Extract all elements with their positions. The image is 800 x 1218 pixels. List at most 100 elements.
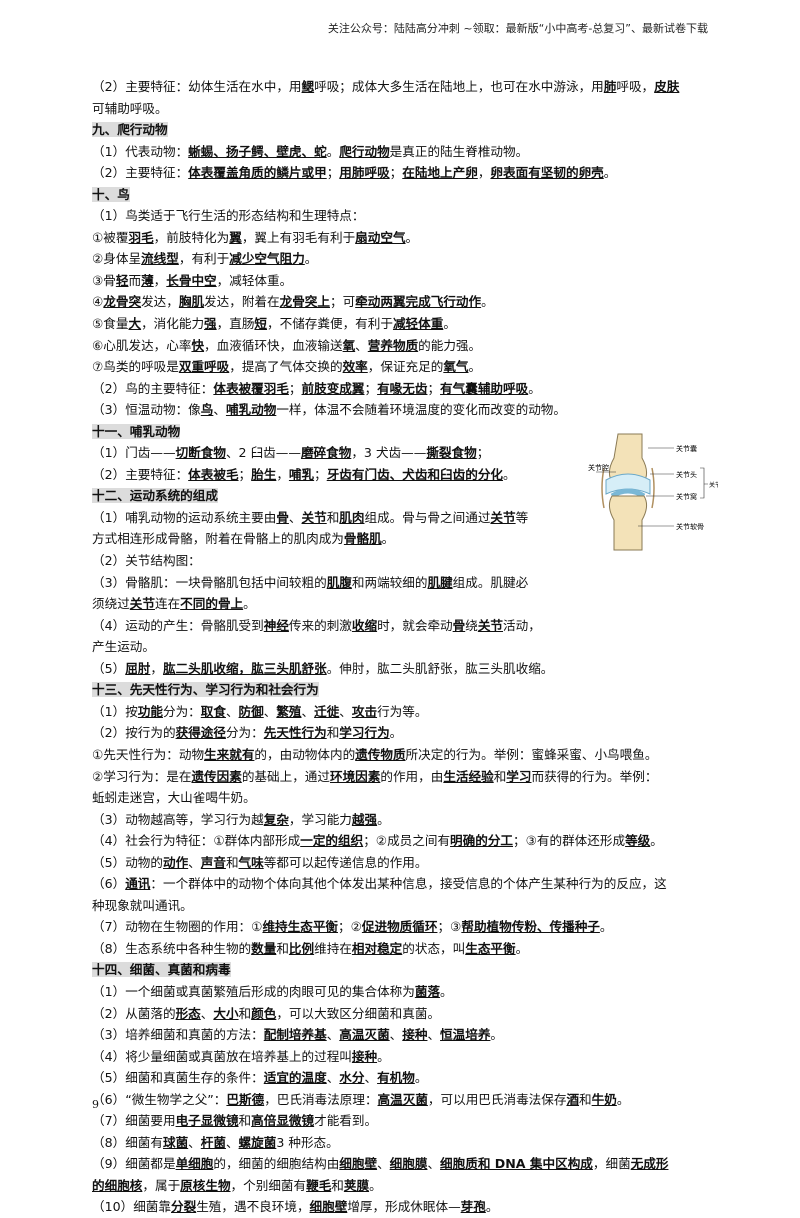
key-term: 羽毛 [128,229,154,245]
key-term: 牙齿有门齿、犬齿和臼齿的分化 [326,466,504,482]
text-segment: 。 [414,1070,428,1086]
text-segment: 和两端较细的 [351,574,428,590]
text-line: （3）动物越高等，学习行为越复杂，学习能力越强。 [92,809,714,831]
key-term: 繁殖 [276,703,302,719]
text-segment: 和 [238,1005,252,1021]
text-segment: ，可以大致区分细菌和真菌。 [276,1005,441,1021]
text-segment: 、 [200,1005,214,1021]
key-term: 强 [204,316,217,332]
text-segment: ，翼上有羽毛有利于 [241,229,356,245]
key-term: 爬行动物 [339,143,390,159]
key-term: 帮助植物传粉、传播种子 [461,919,600,935]
text-segment: ，属于 [142,1177,181,1193]
text-segment: ； [314,466,327,482]
key-term: 杆菌 [200,1134,226,1150]
key-term: 环境因素 [329,768,381,784]
text-segment: （2）从菌落的 [92,1005,176,1021]
text-segment: （4）运动的产生：骨骼肌受到 [92,617,264,633]
text-segment: 呼吸， [616,79,655,94]
key-term: 先天性行为 [263,725,327,741]
text-line: 蚯蚓走迷宫，大山雀喝牛奶。 [92,787,714,809]
key-term: 功能 [137,703,163,719]
key-term: 关节 [477,617,504,633]
key-term: 有气囊辅助呼吸 [440,380,529,396]
text-segment: 。 [243,596,256,612]
key-term: 蜥蜴、扬子鳄、壁虎、蛇 [188,143,327,159]
key-term: 长骨中空 [166,272,217,288]
key-term: 体表覆盖角质的鳞片或甲 [188,165,327,181]
key-term: 短 [254,316,268,332]
key-term: 无成形 [630,1156,669,1172]
text-line: 产生运动。 [92,636,582,658]
text-segment: （2）关节结构图： [92,553,201,569]
text-segment: 、 [355,337,368,353]
key-term: 细胞壁 [339,1156,378,1172]
label-head: 关节头 [676,470,697,479]
text-segment: ， [150,660,163,676]
text-line: （3）培养细菌和真菌的方法：配制培养基、高温灭菌、接种、恒温培养。 [92,1024,714,1046]
text-segment: 蚯蚓走迷宫，大山雀喝牛奶。 [92,790,256,806]
text-segment: 的状态，叫 [402,940,466,956]
key-term: 前肢变成翼 [301,380,365,396]
text-segment: 和 [326,509,340,525]
key-term: 适宜的温度 [263,1070,327,1086]
text-line: （7）动物在生物圈的作用：①维持生态平衡；②促进物质循环；③帮助植物传粉、传播种… [92,916,714,938]
text-segment: 的能力强。 [418,337,482,353]
text-line: （4）社会行为特征：①群体内部形成一定的组织；②成员之间有明确的分工；③有的群体… [92,830,714,852]
text-segment: ⑥心肌发达，心率 [92,337,192,353]
text-line: （5）动物的动作、声音和气味等都可以起传递信息的作用。 [92,852,714,874]
text-segment: ，保证充足的 [367,359,444,375]
text-segment: 、 [288,509,302,525]
text-segment: ； [364,380,378,396]
joint-drawing [596,433,708,551]
text-line: （6）通讯：一个群体中的动物个体向其他个体发出某种信息，接受信息的个体产生某种行… [92,873,714,895]
text-segment: 增厚，形成休眠体— [347,1199,461,1215]
section-heading-text: 十四、细菌、真菌和病毒 [92,962,231,978]
key-term: 生态平衡 [465,940,516,956]
section-heading-text: 十、鸟 [92,186,130,202]
key-term: 快 [191,337,205,353]
text-segment: ；③有的群体还形成 [513,833,626,849]
key-term: 骨骼肌 [343,531,382,547]
key-term: 大 [128,316,142,332]
key-term: 营养物质 [367,337,419,353]
key-term: 颜色 [251,1005,277,1021]
key-term: 龙骨突 [103,294,142,310]
text-segment: 是真正的陆生脊椎动物。 [389,143,529,159]
text-segment: （7）细菌要用 [92,1113,176,1129]
key-term: 取食 [200,703,226,719]
text-segment: 分为： [225,725,264,741]
text-segment: ； [288,380,302,396]
key-term: 学习行为 [339,725,390,741]
text-segment: （8）细菌有 [92,1134,163,1150]
key-term: 哺乳动物 [225,402,277,418]
key-term: 在陆地上产卵 [402,165,478,181]
text-segment: 。 [377,811,390,827]
text-segment: ； [389,165,403,181]
key-term: 维持生态平衡 [262,919,338,935]
text-segment: ； [476,445,490,461]
text-segment: 连在 [154,596,181,612]
key-term: 鞭毛 [306,1177,332,1193]
text-segment: ；② [338,919,362,935]
text-line: （8）细菌有球菌、杆菌、螺旋菌3 种形态。 [92,1132,714,1154]
text-segment: （3）培养细菌和真菌的方法： [92,1027,264,1043]
key-term: 高温灭菌 [339,1027,390,1043]
text-segment: （3）骨骼肌：一块骨骼肌包括中间较粗的 [92,574,327,590]
text-segment: 活动， [503,617,541,633]
section-heading: 十四、细菌、真菌和病毒 [92,959,714,981]
key-term: 螺旋菌 [238,1134,277,1150]
text-segment: ，3 犬齿—— [351,445,427,461]
text-segment: （4）将少量细菌或真菌放在培养基上的过程叫 [92,1048,352,1064]
text-line: （1）哺乳动物的运动系统主要由骨、关节和肌肉组成。骨与骨之间通过关节等 [92,507,582,529]
key-term: 大小 [213,1005,239,1021]
text-segment: 的作用，由 [380,768,444,784]
key-term: 气味 [238,854,264,870]
text-line: 种现象就叫通讯。 [92,895,714,917]
text-segment: （7）动物在生物圈的作用：① [92,919,263,935]
text-segment: （2）按行为的 [92,725,176,741]
key-term: 氧 [342,337,356,353]
key-term: 分裂 [171,1199,197,1215]
key-term: 获得途径 [175,725,226,741]
text-line: （5）屈肘，肱二头肌收缩，肱三头肌舒张。伸肘，肱二头肌舒张，肱三头肌收缩。 [92,658,714,680]
